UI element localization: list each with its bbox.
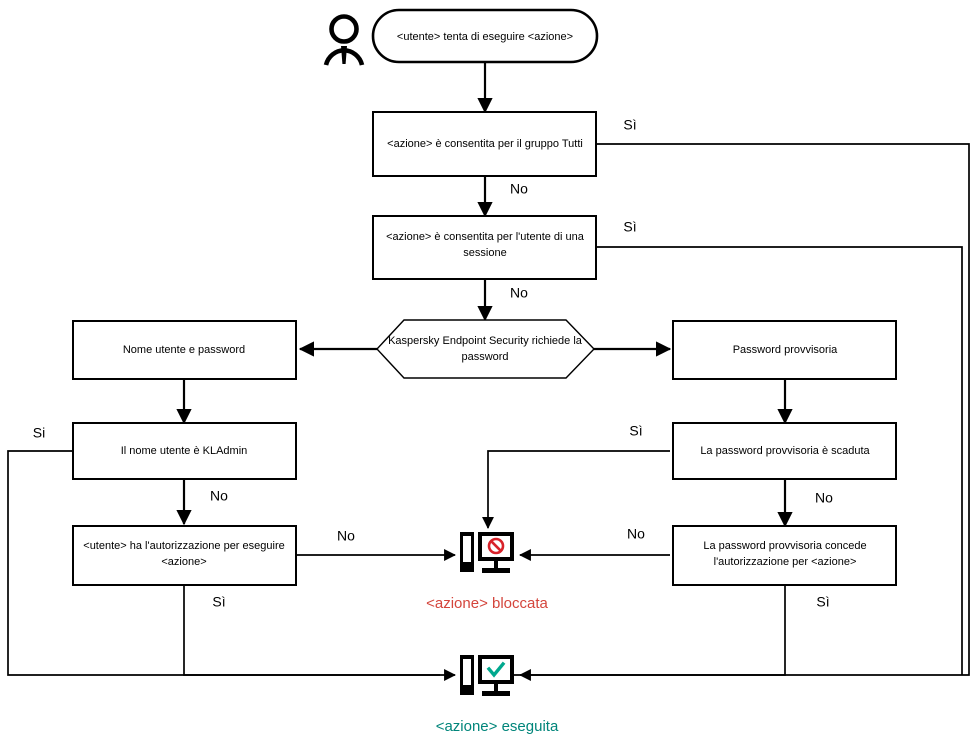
node-kes-requests-password[interactable]: Kaspersky Endpoint Security richiede la …: [376, 319, 595, 379]
monitor-blocked-icon: [460, 532, 514, 573]
edge-label-yes-grants: Sì: [816, 594, 829, 610]
node-kes-requests-password-line2: password: [461, 351, 508, 363]
node-temp-password-grants-line1: La password provvisoria concede: [703, 540, 866, 552]
node-username-is-kladmin[interactable]: Il nome utente è KLAdmin: [72, 422, 297, 480]
edge-expired-yes: [482, 450, 670, 529]
edge-label-yes-session-user: Sì: [623, 219, 636, 235]
node-temporary-password[interactable]: Password provvisoria: [672, 320, 897, 380]
node-temp-password-grants-line2: l'autorizzazione per <azione>: [714, 556, 857, 568]
edge-label-no-all-group: No: [510, 181, 528, 197]
node-allowed-session-user[interactable]: <azione> è consentita per l'utente di un…: [372, 215, 597, 280]
monitor-check-icon: [460, 655, 514, 696]
node-user-has-permission[interactable]: <utente> ha l'autorizzazione per eseguir…: [72, 525, 297, 586]
edge-label-yes-permission: Sì: [212, 594, 225, 610]
outcome-executed-label: <azione> eseguita: [436, 718, 559, 735]
edge-label-no-permission: No: [337, 528, 355, 544]
edge-label-no-session-user: No: [510, 285, 528, 301]
node-temp-password-expired[interactable]: La password provvisoria è scaduta: [672, 422, 897, 480]
node-start[interactable]: <utente> tenta di eseguire <azione>: [371, 8, 599, 64]
node-temp-password-grants[interactable]: La password provvisoria concede l'autori…: [672, 525, 897, 586]
node-allowed-session-user-line2: sessione: [463, 247, 506, 259]
node-allowed-all-group[interactable]: <azione> è consentita per il gruppo Tutt…: [372, 111, 597, 177]
node-username-password-label: Nome utente e password: [123, 344, 245, 356]
node-user-has-permission-line1: <utente> ha l'autorizzazione per eseguir…: [83, 540, 284, 552]
edge-label-no-kladmin: No: [210, 488, 228, 504]
node-username-password[interactable]: Nome utente e password: [72, 320, 297, 380]
edge-label-yes-expired: Sì: [629, 423, 642, 439]
node-start-label: <utente> tenta di eseguire <azione>: [397, 31, 573, 43]
edge-allowed-session-user-yes: [596, 246, 963, 675]
outcome-blocked-label: <azione> bloccata: [426, 595, 548, 612]
edge-grants-yes: [519, 585, 786, 681]
edge-permission-yes: [183, 585, 456, 681]
node-temp-password-expired-label: La password provvisoria è scaduta: [700, 445, 870, 457]
node-kes-requests-password-line1: Kaspersky Endpoint Security richiede la: [388, 335, 583, 347]
node-username-is-kladmin-label: Il nome utente è KLAdmin: [121, 445, 248, 457]
node-allowed-session-user-line1: <azione> è consentita per l'utente di un…: [386, 231, 585, 243]
node-temporary-password-label: Password provvisoria: [733, 344, 838, 356]
edge-label-no-grants: No: [627, 526, 645, 542]
user-actor-icon: [323, 14, 365, 66]
edge-label-yes-all-group: Sì: [623, 117, 636, 133]
edge-label-yes-kladmin: Si: [33, 425, 45, 441]
node-user-has-permission-line2: <azione>: [161, 556, 206, 568]
node-allowed-all-group-label: <azione> è consentita per il gruppo Tutt…: [387, 138, 583, 150]
edge-label-no-expired: No: [815, 490, 833, 506]
